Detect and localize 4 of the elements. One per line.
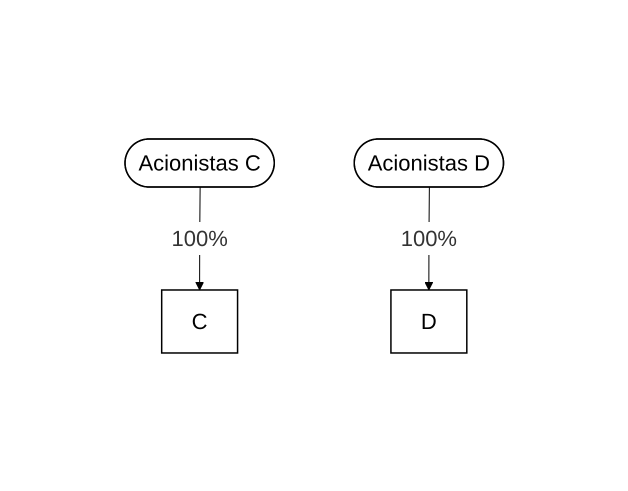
edge-label: 100% <box>400 225 457 250</box>
node-box: D <box>390 288 468 354</box>
edge-label: 100% <box>171 225 228 250</box>
node-box: C <box>160 288 238 354</box>
